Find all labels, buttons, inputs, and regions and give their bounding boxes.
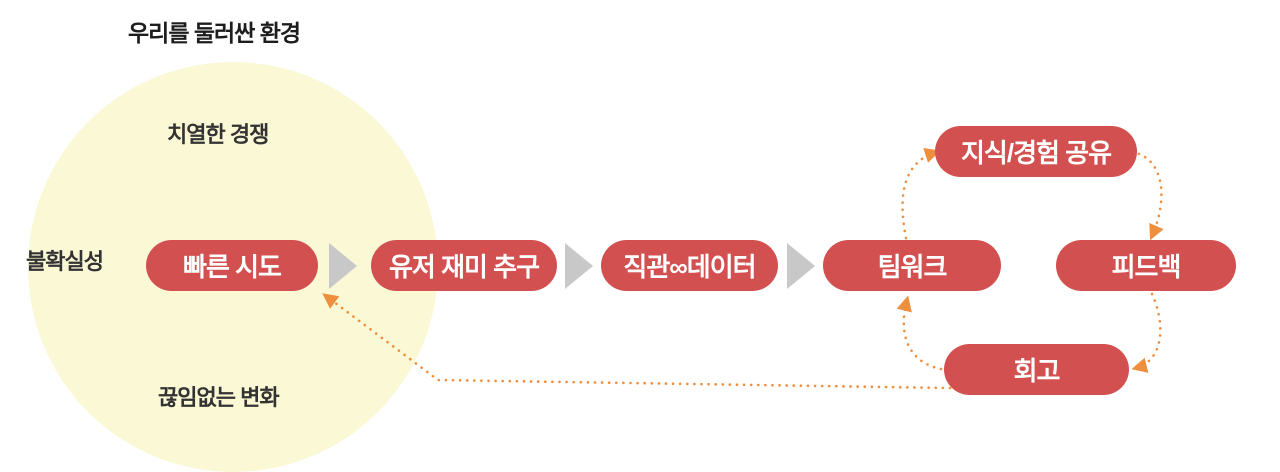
flow-chevron-icon (787, 243, 815, 289)
flow-step-intuition-data: 직관∞데이터 (601, 240, 778, 291)
flow-step-quick-try: 빠른 시도 (146, 240, 318, 291)
cycle-node-knowledge-share: 지식/경험 공유 (935, 126, 1137, 177)
arrow-retro-to-teamwork-icon (896, 295, 943, 371)
flow-step-teamwork: 팀워크 (823, 240, 1001, 291)
environment-label-change: 끊임없는 변화 (158, 385, 280, 410)
arrow-teamwork-to-knowledge-icon (901, 147, 941, 240)
environment-label-uncertainty: 불확실성 (26, 249, 104, 274)
arrow-knowledge-to-feedback-icon (1130, 150, 1164, 241)
environment-label-competition: 치열한 경쟁 (167, 122, 269, 147)
page-title: 우리를 둘러싼 환경 (128, 20, 301, 46)
flow-chevron-icon (565, 243, 593, 289)
flow-chevron-icon (329, 243, 357, 289)
arrow-feedback-to-retro-icon (1131, 292, 1162, 373)
cycle-node-feedback: 피드백 (1056, 240, 1236, 291)
cycle-node-retrospective: 회고 (944, 344, 1129, 395)
flow-step-user-fun: 유저 재미 추구 (371, 240, 557, 291)
